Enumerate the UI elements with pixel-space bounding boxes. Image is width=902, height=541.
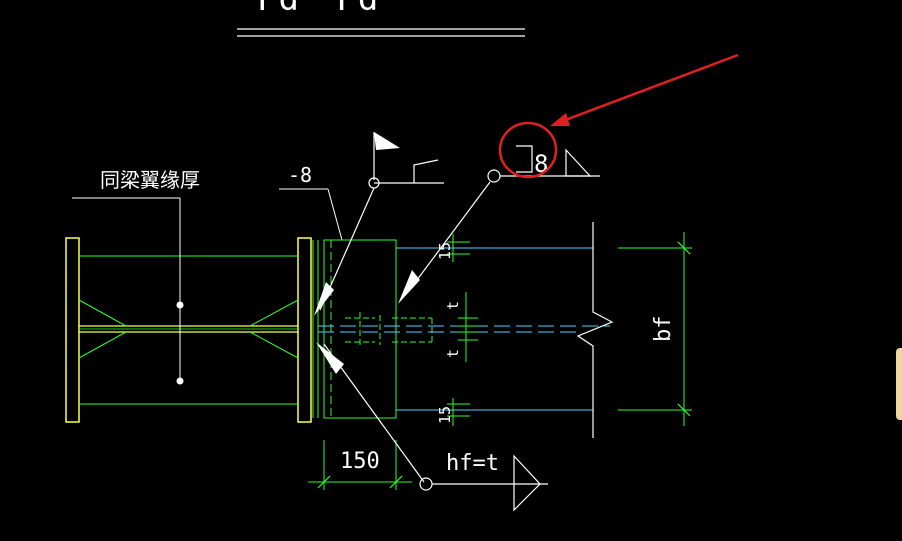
flange-dims: 15 15 t t bbox=[436, 234, 478, 426]
plate-thickness-label: -8 bbox=[288, 163, 312, 187]
dim-150-tick-right bbox=[389, 475, 403, 489]
weld-symbol-flag bbox=[314, 132, 444, 316]
red-highlight-circle bbox=[498, 121, 558, 179]
weld-hf-label: hf=t bbox=[446, 451, 499, 476]
weld-groove-circle bbox=[487, 169, 501, 183]
weld-groove-arrowhead bbox=[398, 270, 420, 304]
top-title-group: Td Td bbox=[237, 0, 525, 37]
dim-150-label: 150 bbox=[340, 449, 380, 474]
red-annotation bbox=[498, 53, 739, 179]
weld-groove-leader bbox=[407, 181, 491, 293]
bolt-group bbox=[345, 312, 433, 348]
splice-plate bbox=[323, 239, 397, 419]
right-edge-panel bbox=[896, 348, 902, 420]
bf-dimension: bf bbox=[618, 232, 692, 426]
weld-flag-arrowhead bbox=[314, 282, 334, 316]
bf-tick-bottom bbox=[677, 403, 691, 417]
weld-hf-circle bbox=[419, 477, 433, 491]
haunch-left-bottom bbox=[78, 331, 127, 359]
plate-thickness-callout: -8 bbox=[279, 163, 343, 241]
weld-groove-bracket bbox=[516, 145, 533, 173]
weld-hf-arrowhead bbox=[316, 342, 344, 374]
top-partial-title: Td Td bbox=[252, 0, 384, 19]
flange-note-label: 同梁翼缘厚 bbox=[100, 168, 200, 192]
haunch-right-bottom bbox=[249, 331, 299, 359]
red-arrow-shaft bbox=[559, 53, 739, 124]
weld-symbol-groove: 8 bbox=[398, 145, 600, 304]
plate-thickness-leader bbox=[327, 188, 343, 241]
leader-dot-bottom bbox=[176, 377, 184, 385]
left-column-section: 同梁翼缘厚 bbox=[65, 168, 312, 423]
weld-fillet-mark bbox=[413, 159, 439, 183]
left-end-plate bbox=[65, 237, 80, 423]
bf-tick-top bbox=[677, 241, 691, 255]
middle-end-plate bbox=[297, 237, 312, 423]
bf-label: bf bbox=[651, 316, 676, 343]
weld-fillet-triangle bbox=[565, 148, 592, 177]
dim-150-tick-left bbox=[317, 475, 331, 489]
weld-symbol-hf: hf=t bbox=[316, 342, 548, 512]
haunch-right-top bbox=[249, 299, 299, 327]
dim-t-upper-label: t bbox=[444, 301, 462, 310]
dim-150: 150 bbox=[308, 440, 412, 490]
weld-flag bbox=[374, 132, 400, 150]
haunch-left-top bbox=[78, 299, 127, 327]
dim-15-top-label: 15 bbox=[436, 242, 454, 260]
dim-t-lower-label: t bbox=[444, 349, 462, 358]
leader-dot-top bbox=[176, 301, 184, 309]
red-arrowhead bbox=[550, 113, 570, 126]
dim-15-bottom-label: 15 bbox=[436, 406, 454, 424]
weld-hf-triangle bbox=[513, 454, 541, 512]
break-line bbox=[576, 222, 614, 438]
